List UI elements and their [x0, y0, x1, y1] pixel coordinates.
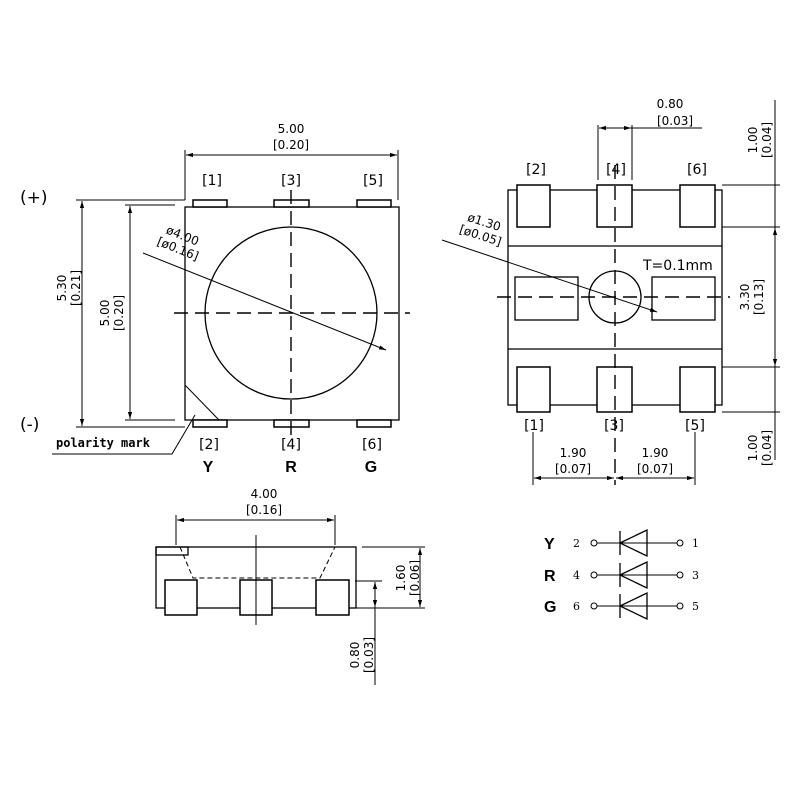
- svg-text:[0.04]: [0.04]: [760, 122, 774, 158]
- svg-text:[0.16]: [0.16]: [246, 503, 282, 517]
- polarity-mark-line: [184, 384, 220, 421]
- svg-text:3.30: 3.30: [738, 284, 752, 311]
- lens-leader: [142, 252, 387, 351]
- lens-cavity: [179, 546, 336, 579]
- side-view: 4.00 [0.16] 1.60 [0.06] 0.80 [0.03]: [155, 487, 425, 685]
- plus-label: (+): [20, 188, 48, 208]
- svg-text:[0.07]: [0.07]: [555, 462, 591, 476]
- pad-dia-leader: [441, 239, 658, 313]
- svg-text:[0.13]: [0.13]: [752, 279, 766, 315]
- svg-text:[0.20]: [0.20]: [112, 295, 126, 331]
- svg-text:Y: Y: [544, 536, 555, 553]
- svg-text:Y: Y: [203, 459, 214, 476]
- bottom-view: ø1.30 [ø0.05] T=0.1mm 0.80 [0.03] 1.00 […: [441, 97, 780, 485]
- polarity-mark-label: polarity mark: [56, 436, 151, 450]
- svg-text:1.60: 1.60: [394, 565, 408, 592]
- thickness-label: T=0.1mm: [642, 258, 713, 274]
- svg-text:[2]: [2]: [199, 437, 219, 453]
- svg-text:[4]: [4]: [606, 162, 626, 178]
- svg-text:[5]: [5]: [685, 418, 705, 434]
- svg-text:0.80: 0.80: [348, 642, 362, 669]
- svg-text:[6]: [6]: [687, 162, 707, 178]
- svg-text:R: R: [285, 459, 297, 476]
- svg-text:1.90: 1.90: [642, 446, 669, 460]
- svg-text:[0.04]: [0.04]: [760, 430, 774, 466]
- svg-text:5.30: 5.30: [55, 275, 69, 302]
- svg-text:G: G: [544, 599, 556, 616]
- svg-text:[0.06]: [0.06]: [408, 560, 422, 596]
- svg-text:[1]: [1]: [202, 173, 222, 189]
- svg-text:2: 2: [573, 537, 580, 550]
- svg-text:1.90: 1.90: [560, 446, 587, 460]
- svg-text:[0.03]: [0.03]: [657, 114, 693, 128]
- svg-text:[3]: [3]: [281, 173, 301, 189]
- svg-text:[2]: [2]: [526, 162, 546, 178]
- svg-text:4: 4: [573, 569, 580, 582]
- svg-text:[3]: [3]: [604, 418, 624, 434]
- minus-label: (-): [20, 415, 39, 435]
- svg-text:[1]: [1]: [524, 418, 544, 434]
- svg-text:5: 5: [692, 600, 699, 613]
- svg-text:1.00: 1.00: [746, 435, 760, 462]
- svg-text:[4]: [4]: [281, 437, 301, 453]
- svg-text:[0.21]: [0.21]: [69, 270, 83, 306]
- svg-text:0.80: 0.80: [657, 97, 684, 111]
- svg-text:3: 3: [692, 569, 699, 582]
- top-view: ø4.00 [ø0.16] 5.00 [0.20] 5.30 [0.21] 5.…: [20, 122, 410, 476]
- svg-text:[0.03]: [0.03]: [362, 637, 376, 673]
- svg-text:5.00: 5.00: [98, 300, 112, 327]
- polarity-leader: [52, 414, 196, 455]
- svg-text:[0.20]: [0.20]: [273, 138, 309, 152]
- svg-text:[6]: [6]: [362, 437, 382, 453]
- svg-text:G: G: [365, 459, 377, 476]
- svg-text:1: 1: [692, 537, 699, 550]
- svg-text:[5]: [5]: [363, 173, 383, 189]
- svg-text:[0.07]: [0.07]: [637, 462, 673, 476]
- lens-dim-label: ø4.00 [ø0.16]: [155, 223, 201, 264]
- diode-g: G 6 5: [544, 591, 699, 621]
- svg-text:4.00: 4.00: [251, 487, 278, 501]
- schematic: Y 2 1 R 4 3 G 6 5: [544, 528, 699, 621]
- diode-r: R 4 3: [544, 560, 699, 590]
- svg-text:R: R: [544, 568, 556, 585]
- svg-text:1.00: 1.00: [746, 127, 760, 154]
- diode-y: Y 2 1: [544, 528, 699, 558]
- svg-text:6: 6: [573, 600, 580, 613]
- svg-text:5.00: 5.00: [278, 122, 305, 136]
